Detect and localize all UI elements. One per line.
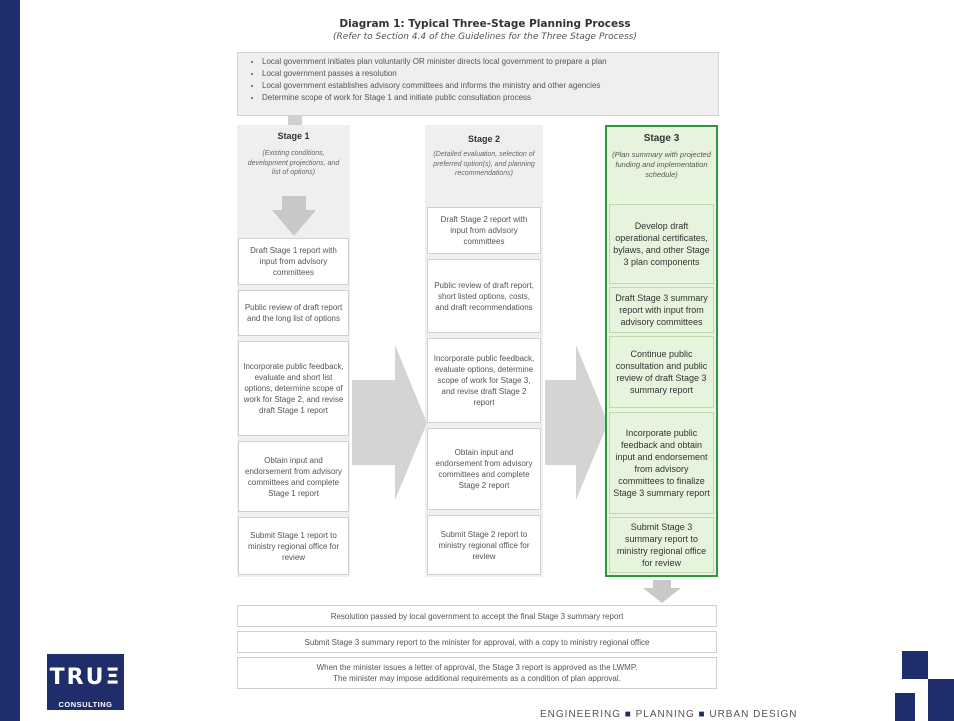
stage3-title: Stage 3 (643, 133, 680, 144)
stage1-step: Incorporate public feedback, evaluate an… (238, 341, 349, 436)
stage2-note: (Detailed evaluation, selection of prefe… (433, 151, 535, 177)
arrow-stage2-to-stage3 (545, 345, 608, 500)
stage3-step: Continue public consultation and public … (609, 336, 714, 408)
diagram-subtitle: (Refer to Section 4.4 of the Guidelines … (333, 32, 637, 42)
stage3-step: Incorporate public feedback and obtain i… (609, 412, 714, 514)
final-step-submit: Submit Stage 3 summary report to the min… (237, 631, 717, 653)
stage1-step: Draft Stage 1 report with input from adv… (238, 238, 349, 285)
footer-tagline: ENGINEERING ■ PLANNING ■ URBAN DESIGN (540, 709, 797, 720)
footer-item: URBAN DESIGN (709, 709, 798, 720)
final-step-resolution: Resolution passed by local government to… (237, 605, 717, 627)
corner-decoration (895, 651, 954, 721)
intro-bullet: Local government passes a resolution (262, 68, 718, 80)
logo-subtitle: CONSULTING (58, 700, 113, 709)
footer-separator: ■ (624, 709, 632, 720)
approval-line: The minister may impose additional requi… (333, 674, 621, 683)
final-step-approval: When the minister issues a letter of app… (237, 657, 717, 689)
stage1-step: Public review of draft report and the lo… (238, 290, 349, 336)
true-consulting-logo: TRUΞ CONSULTING (47, 654, 124, 710)
stage3-note: (Plan summary with projected funding and… (612, 150, 711, 179)
approval-line: When the minister issues a letter of app… (316, 663, 638, 672)
left-accent-bar (0, 0, 20, 721)
stage3-step: Submit Stage 3 summary report to ministr… (609, 517, 714, 573)
stage2-step: Obtain input and endorsement from adviso… (427, 428, 541, 510)
intro-connector (288, 116, 302, 126)
intro-bullet: Determine scope of work for Stage 1 and … (262, 92, 718, 104)
intro-bullet: Local government initiates plan voluntar… (262, 56, 718, 68)
stage2-title: Stage 2 (467, 134, 500, 144)
footer-separator: ■ (698, 709, 706, 720)
footer-item: ENGINEERING (540, 709, 622, 720)
stage1-step: Obtain input and endorsement from adviso… (238, 441, 349, 512)
arrow-stage3-down (643, 580, 681, 603)
intro-box: Local government initiates plan voluntar… (237, 52, 719, 116)
stage3-step: Draft Stage 3 summary report with input … (609, 287, 714, 333)
stage1-step: Submit Stage 1 report to ministry region… (238, 517, 349, 575)
stage2-step: Public review of draft report, short lis… (427, 259, 541, 333)
stage1-title: Stage 1 (277, 131, 310, 141)
arrow-stage1-to-stage2 (352, 345, 427, 500)
stage1-note: (Existing conditions, development projec… (247, 150, 340, 176)
footer-item: PLANNING (635, 709, 695, 720)
diagram-title: Diagram 1: Typical Three-Stage Planning … (339, 18, 631, 30)
stage2-step: Incorporate public feedback, evaluate op… (427, 338, 541, 423)
stage2-step: Draft Stage 2 report with input from adv… (427, 207, 541, 254)
stage2-step: Submit Stage 2 report to ministry region… (427, 515, 541, 575)
logo-wordmark: TRUΞ (49, 665, 122, 690)
stage3-step: Develop draft operational certificates, … (609, 204, 714, 284)
intro-bullet: Local government establishes advisory co… (262, 80, 718, 92)
